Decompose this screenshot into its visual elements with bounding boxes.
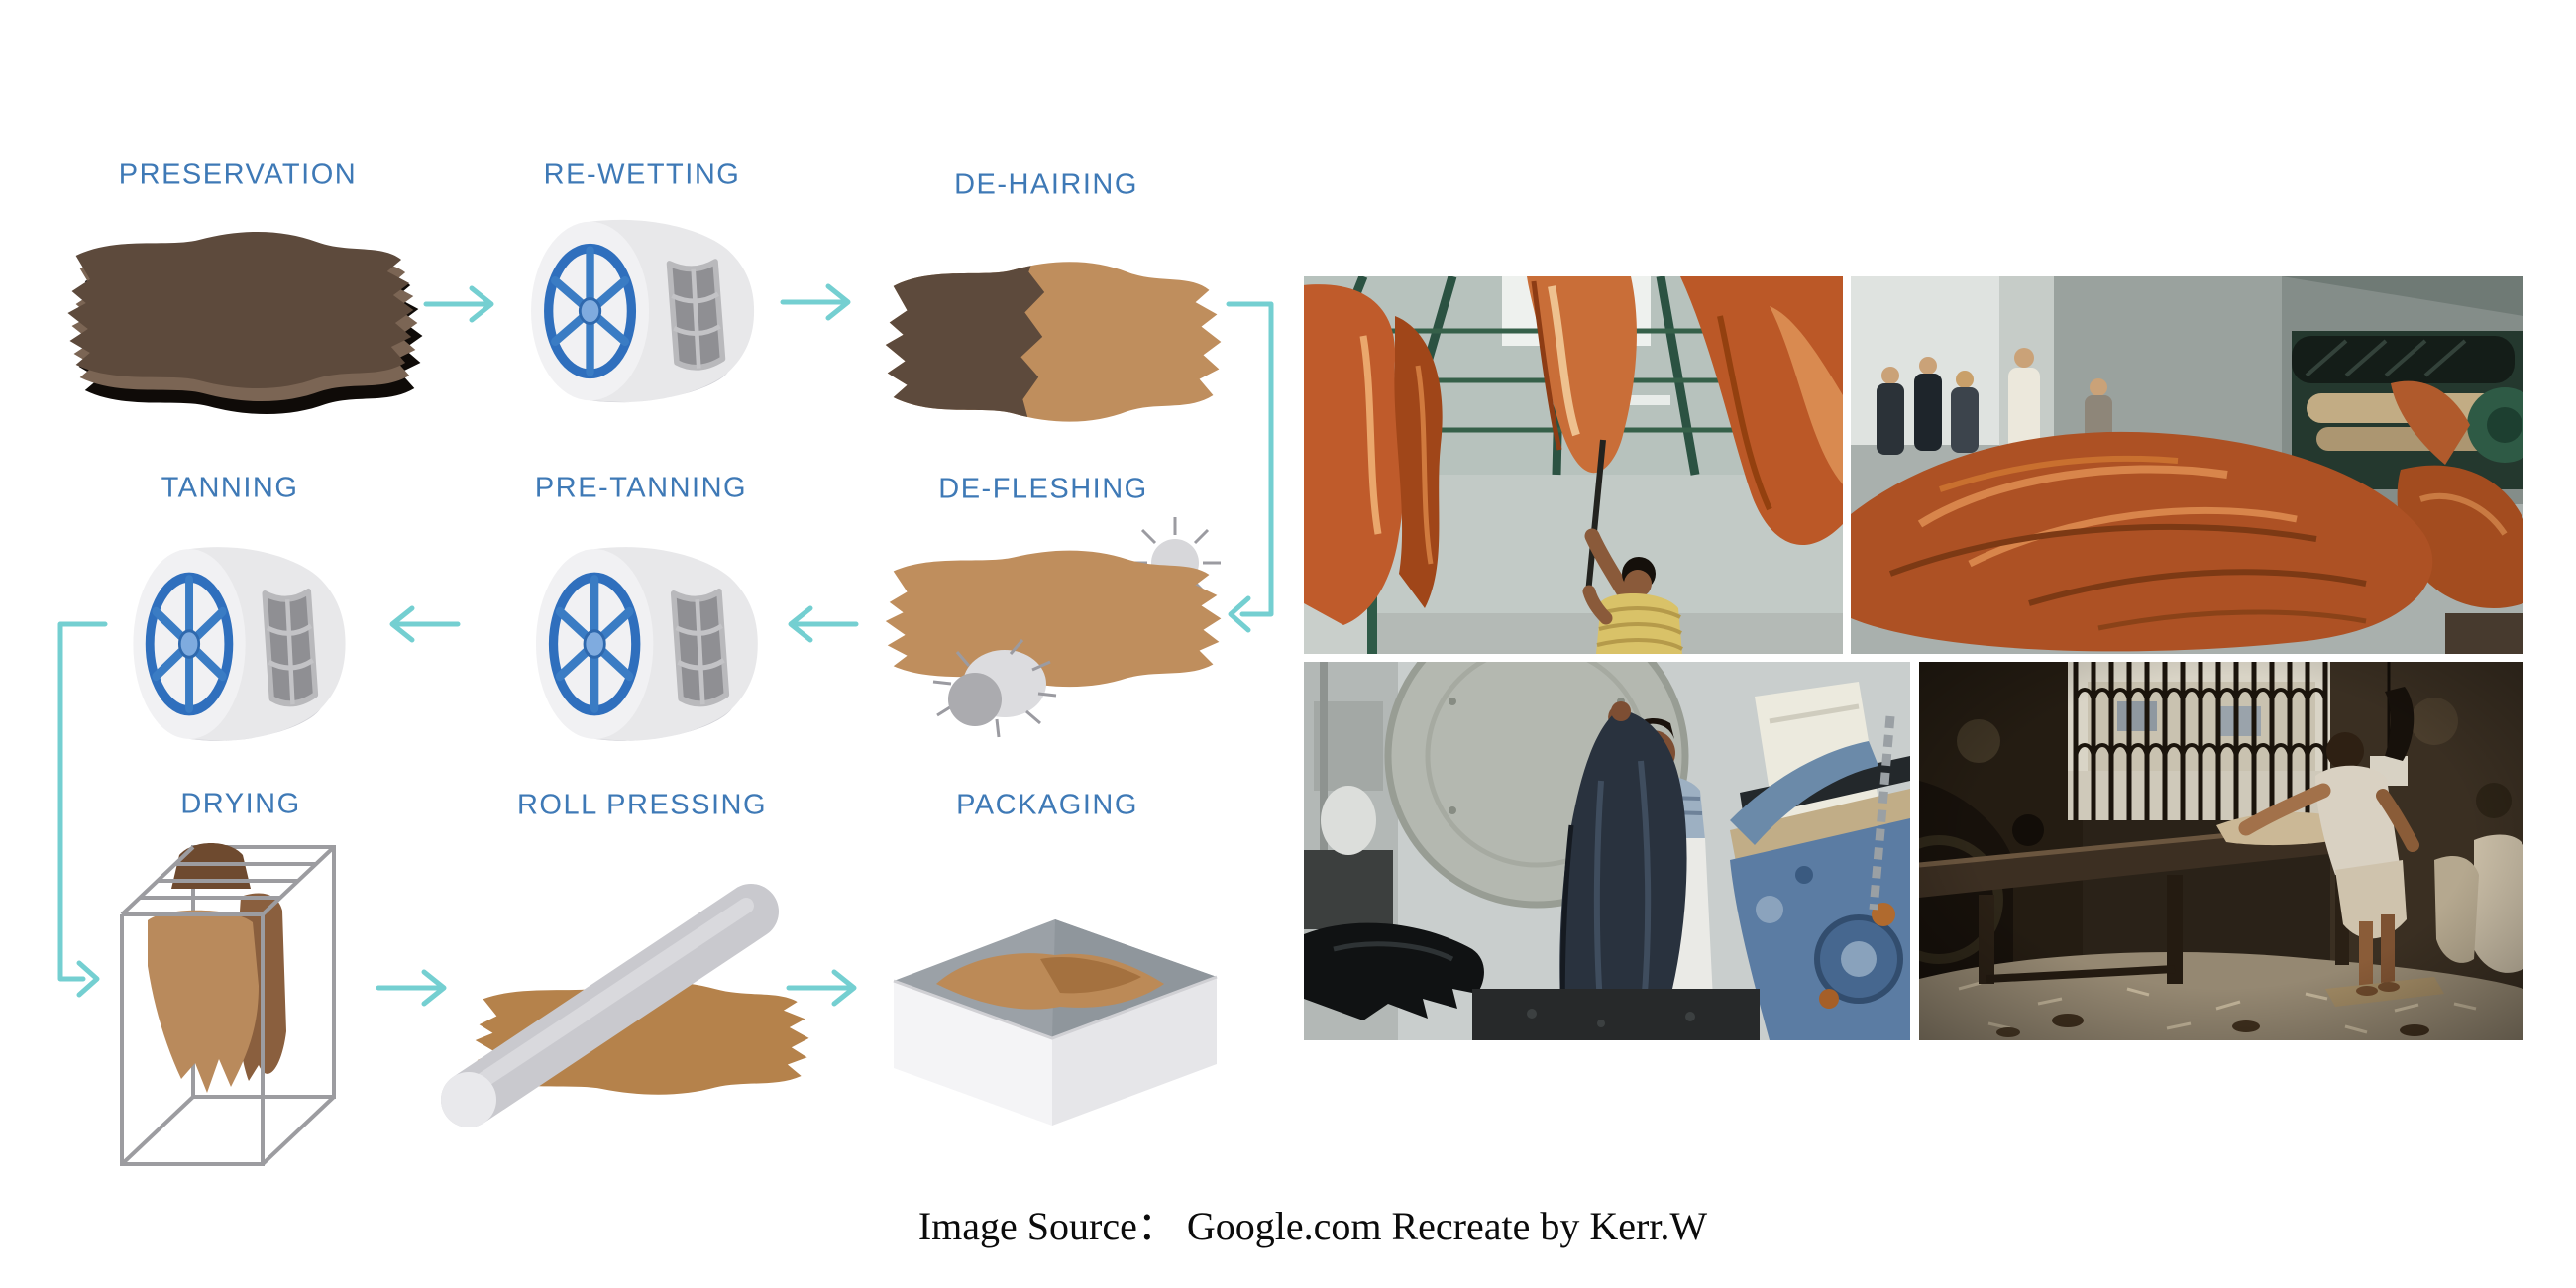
step-label-de-fleshing: DE-FLESHING [938,473,1148,505]
caption-text: Image Source： Google.com Recreate by Ker… [917,1204,1708,1248]
step-label-preservation: PRESERVATION [118,159,358,191]
step-label-tanning: TANNING [161,472,299,504]
step-label-de-hairing: DE-HAIRING [954,168,1138,201]
photo-hide-pile [1851,276,2523,654]
flow-arrow-preservation-to-rewetting [426,288,491,320]
hide-with-fleshing-wheels-icon [885,517,1222,738]
step-label-packaging: PACKAGING [956,789,1138,821]
worker-pole [1585,439,1606,594]
step-label-drying: DRYING [180,788,301,820]
flow-connector-dehairing-to-defleshing [1226,301,1274,633]
open-box-icon [893,919,1218,1126]
flow-arrow-pretanning-to-tanning [392,608,458,640]
photo-blue-hide-press [1304,662,1910,1040]
drying-rack-icon [120,843,336,1166]
flow-arrow-rollpressing-to-packaging [789,972,854,1004]
blue-press-machine [1730,715,1910,1040]
step-label-re-wetting: RE-WETTING [543,159,741,191]
photo-hanging-hides [1304,276,1843,654]
bystanders [1877,348,2112,463]
step-label-roll-pressing: ROLL PRESSING [516,789,768,821]
flow-arrow-drying-to-rollpressing [378,972,444,1004]
roller-press-icon [441,884,809,1127]
half-dehaired-hide-icon [885,262,1222,422]
re-wetting-drum-icon [531,220,754,402]
flow-connector-tanning-to-drying [57,621,108,998]
worker-blue-hide [1559,701,1715,1040]
roller-machine [2292,331,2523,489]
photo-scraping-beam [1919,662,2523,1040]
image-source-caption: Image Source： Google.com Recreate by Ker… [0,1194,2576,1251]
stacked-salted-hides-icon [67,231,423,415]
flow-arrow-rewetting-to-dehairing [783,286,848,318]
step-label-pre-tanning: PRE-TANNING [534,472,748,504]
flow-arrow-defleshing-to-pretanning [791,608,856,640]
pre-tanning-drum-icon [536,547,758,741]
tanning-drum-icon [133,547,345,741]
